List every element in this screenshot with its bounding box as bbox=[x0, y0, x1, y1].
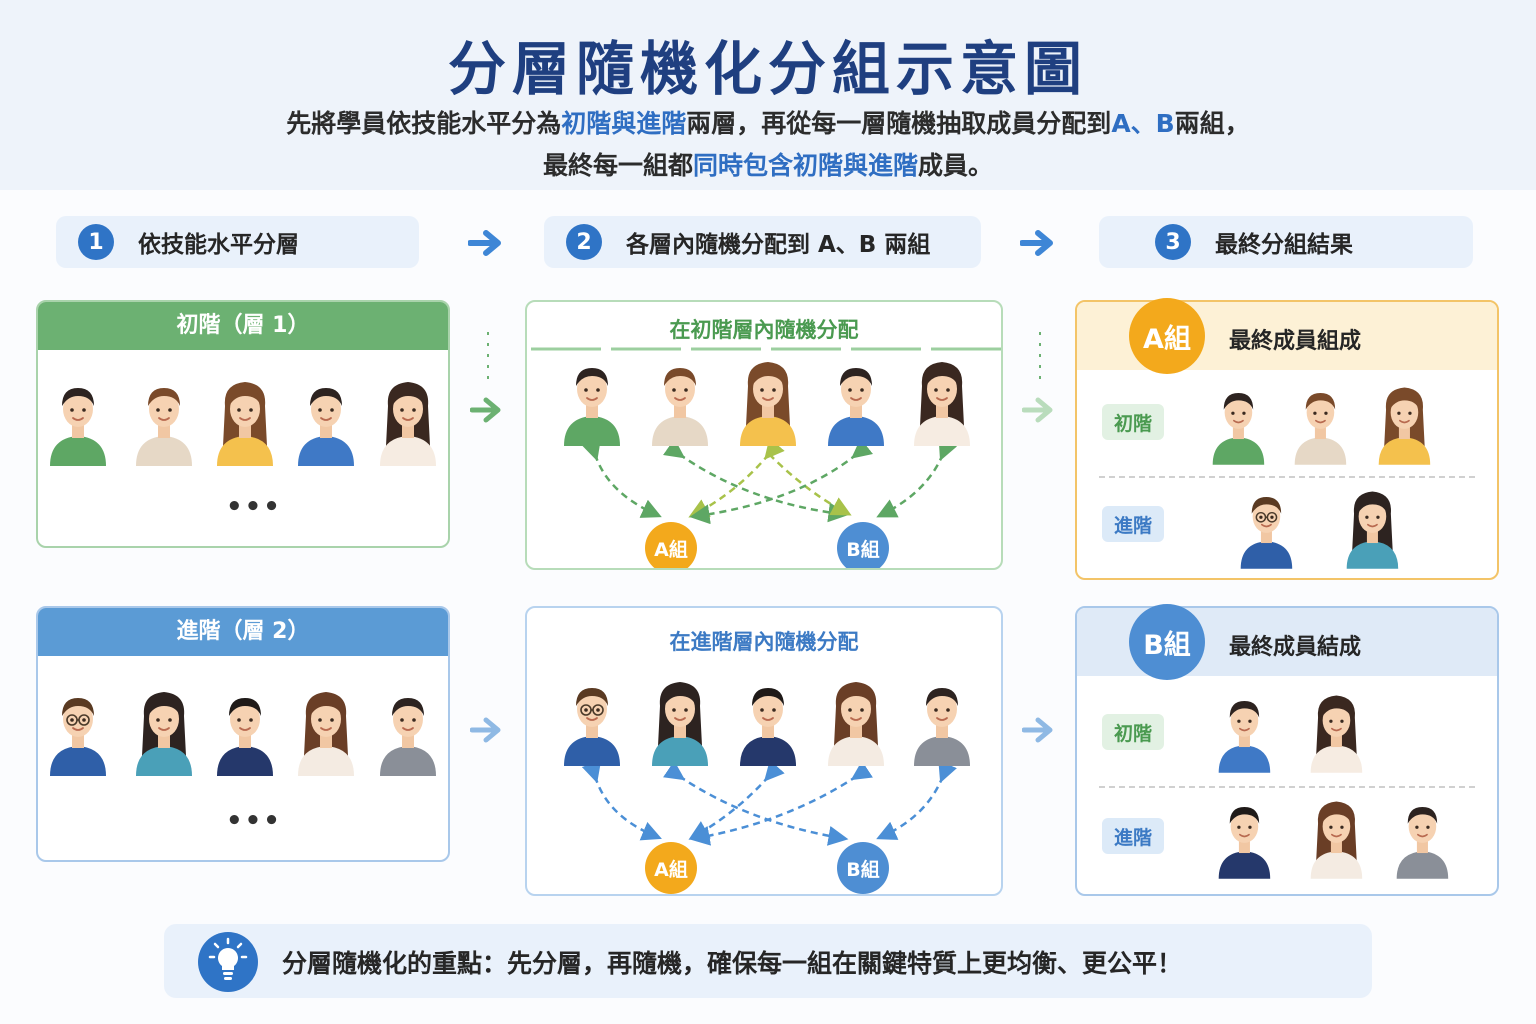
person-avatar-icon bbox=[564, 368, 620, 446]
step-2: 2 各層內隨機分配到 A、B 兩組 bbox=[544, 216, 981, 268]
mid-2-title: 在進階層內隨機分配 bbox=[669, 630, 859, 654]
page-title: 分層隨機化分組示意圖 bbox=[447, 35, 1088, 103]
stratum-2-title: 進階（層 2） bbox=[38, 608, 448, 656]
tier-tag-advanced: 進階 bbox=[1102, 818, 1164, 854]
subtitle-text: 最終每一組都 bbox=[542, 151, 693, 180]
key-point-text: 分層隨機化的重點：先分層，再隨機，確保每一組在關鍵特質上更均衡、更公平！ bbox=[282, 949, 1183, 978]
stratum-2-panel: 進階（層 2） ••• bbox=[36, 606, 450, 862]
arrow-right-icon bbox=[468, 230, 501, 256]
person-avatar-icon bbox=[1212, 393, 1264, 465]
subtitle-text: 兩組， bbox=[1174, 109, 1250, 138]
person-avatar-icon bbox=[1310, 695, 1362, 773]
result-b-badge: B組 bbox=[1129, 604, 1205, 680]
person-avatar-icon bbox=[914, 362, 970, 446]
subtitle-highlight: A、B bbox=[1111, 109, 1175, 138]
person-avatar-icon bbox=[1310, 801, 1362, 879]
arrow-right-icon bbox=[470, 397, 501, 423]
person-avatar-icon bbox=[828, 368, 884, 446]
key-point-banner: 分層隨機化的重點：先分層，再隨機，確保每一組在關鍵特質上更均衡、更公平！ bbox=[164, 924, 1372, 998]
arrow-right-icon bbox=[1022, 717, 1053, 743]
person-avatar-icon bbox=[914, 688, 970, 766]
step-label: 依技能水平分層 bbox=[138, 232, 299, 258]
assignment-arrows bbox=[581, 766, 957, 846]
mid-1-title: 在初階層內隨機分配 bbox=[669, 318, 859, 342]
subtitle-line-1: 先將學員依技能水平分為初階與進階兩層，再從每一層隨機抽取成員分配到A、B兩組， bbox=[0, 104, 1536, 140]
person-avatar-icon bbox=[298, 692, 354, 776]
assignment-arrows bbox=[581, 442, 958, 525]
step-number: 2 bbox=[566, 224, 602, 260]
result-a-title: 最終成員組成 bbox=[1229, 329, 1362, 354]
result-b-title: 最終成員結成 bbox=[1229, 635, 1362, 660]
person-avatar-icon bbox=[828, 682, 884, 766]
dashed-divider bbox=[1099, 786, 1475, 788]
step-3: 3 最終分組結果 bbox=[1099, 216, 1473, 268]
group-a-badge: A組 bbox=[645, 522, 697, 568]
subtitle-text: 成員。 bbox=[918, 151, 994, 180]
tier-tag-basic: 初階 bbox=[1102, 404, 1164, 440]
stratum-1-title: 初階（層 1） bbox=[38, 302, 448, 350]
arrow-right-icon bbox=[1022, 397, 1053, 423]
person-avatar-icon bbox=[136, 388, 192, 466]
person-avatar-icon bbox=[1240, 497, 1292, 569]
person-avatar-icon bbox=[50, 698, 106, 776]
person-avatar-icon bbox=[1218, 807, 1270, 879]
group-b-badge: B組 bbox=[837, 522, 889, 568]
step-number: 3 bbox=[1155, 224, 1191, 260]
header-band bbox=[0, 0, 1536, 190]
dashed-divider bbox=[1099, 476, 1475, 478]
person-avatar-icon bbox=[1218, 701, 1270, 773]
subtitle-highlight: 初階與進階 bbox=[561, 109, 687, 138]
dotted-connector bbox=[487, 332, 489, 386]
person-avatar-icon bbox=[1378, 387, 1430, 465]
person-avatar-icon bbox=[652, 682, 708, 766]
person-avatar-icon bbox=[50, 388, 106, 466]
person-avatar-icon bbox=[1396, 807, 1448, 879]
person-avatar-icon bbox=[1346, 491, 1398, 569]
person-avatar-icon bbox=[136, 692, 192, 776]
step-label: 各層內隨機分配到 A、B 兩組 bbox=[626, 232, 931, 258]
step-label: 最終分組結果 bbox=[1215, 232, 1353, 258]
person-avatar-icon bbox=[564, 688, 620, 766]
person-avatar-icon bbox=[217, 382, 273, 466]
arrow-right-icon bbox=[470, 717, 501, 743]
result-a-panel: A組 最終成員組成 初階 進階 bbox=[1075, 298, 1499, 580]
more-indicator: ••• bbox=[226, 806, 282, 836]
subtitle-text: 兩層，再從每一層隨機抽取成員分配到 bbox=[686, 109, 1112, 138]
step-1: 1 依技能水平分層 bbox=[56, 216, 419, 268]
result-a-badge: A組 bbox=[1129, 298, 1205, 374]
person-avatar-icon bbox=[1294, 393, 1346, 465]
arrow-right-icon bbox=[1020, 230, 1053, 256]
dotted-connector bbox=[1039, 332, 1041, 386]
group-a-badge: A組 bbox=[645, 842, 697, 894]
tier-tag-advanced: 進階 bbox=[1102, 506, 1164, 542]
result-b-panel: B組 最終成員結成 初階 進階 bbox=[1075, 604, 1499, 896]
person-avatar-icon bbox=[217, 698, 273, 776]
subtitle-text: 先將學員依技能水平分為 bbox=[286, 109, 562, 138]
subtitle-line-2: 最終每一組都同時包含初階與進階成員。 bbox=[0, 146, 1536, 182]
step-number: 1 bbox=[78, 224, 114, 260]
person-avatar-icon bbox=[652, 368, 708, 446]
tier-tag-basic: 初階 bbox=[1102, 714, 1164, 750]
dashed-divider bbox=[531, 347, 1001, 351]
subtitle-highlight: 同時包含初階與進階 bbox=[692, 151, 918, 180]
lightbulb-icon bbox=[198, 932, 258, 992]
person-avatar-icon bbox=[740, 362, 796, 446]
person-avatar-icon bbox=[298, 388, 354, 466]
person-avatar-icon bbox=[380, 382, 436, 466]
person-avatar-icon bbox=[380, 698, 436, 776]
group-b-badge: B組 bbox=[837, 842, 889, 894]
more-indicator: ••• bbox=[226, 492, 282, 522]
person-avatar-icon bbox=[740, 688, 796, 766]
